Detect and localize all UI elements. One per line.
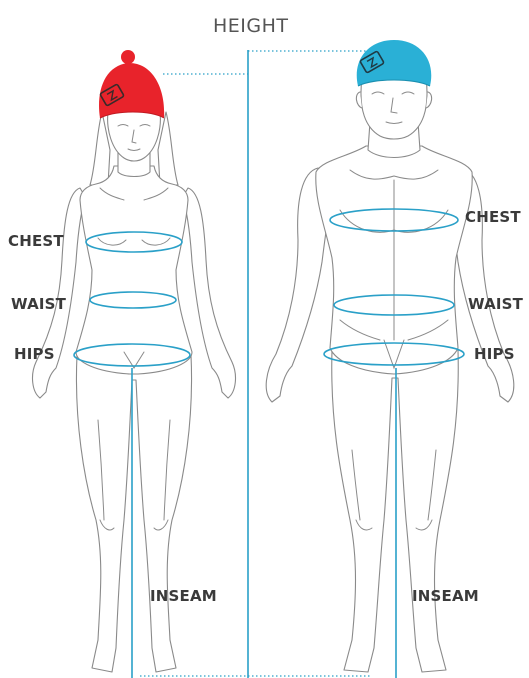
- woman-chest-label: CHEST: [8, 232, 64, 250]
- woman-figure: [33, 50, 236, 678]
- man-waist-label: WAIST: [468, 295, 523, 313]
- woman-inseam-label: INSEAM: [150, 587, 217, 605]
- height-label: HEIGHT: [213, 15, 289, 37]
- man-chest-label: CHEST: [465, 208, 521, 226]
- man-hips-label: HIPS: [474, 345, 515, 363]
- woman-waist-label: WAIST: [11, 295, 66, 313]
- man-hat-icon: [357, 40, 432, 86]
- man-inseam-label: INSEAM: [412, 587, 479, 605]
- woman-hips-label: HIPS: [14, 345, 55, 363]
- woman-hat-icon: [99, 50, 164, 118]
